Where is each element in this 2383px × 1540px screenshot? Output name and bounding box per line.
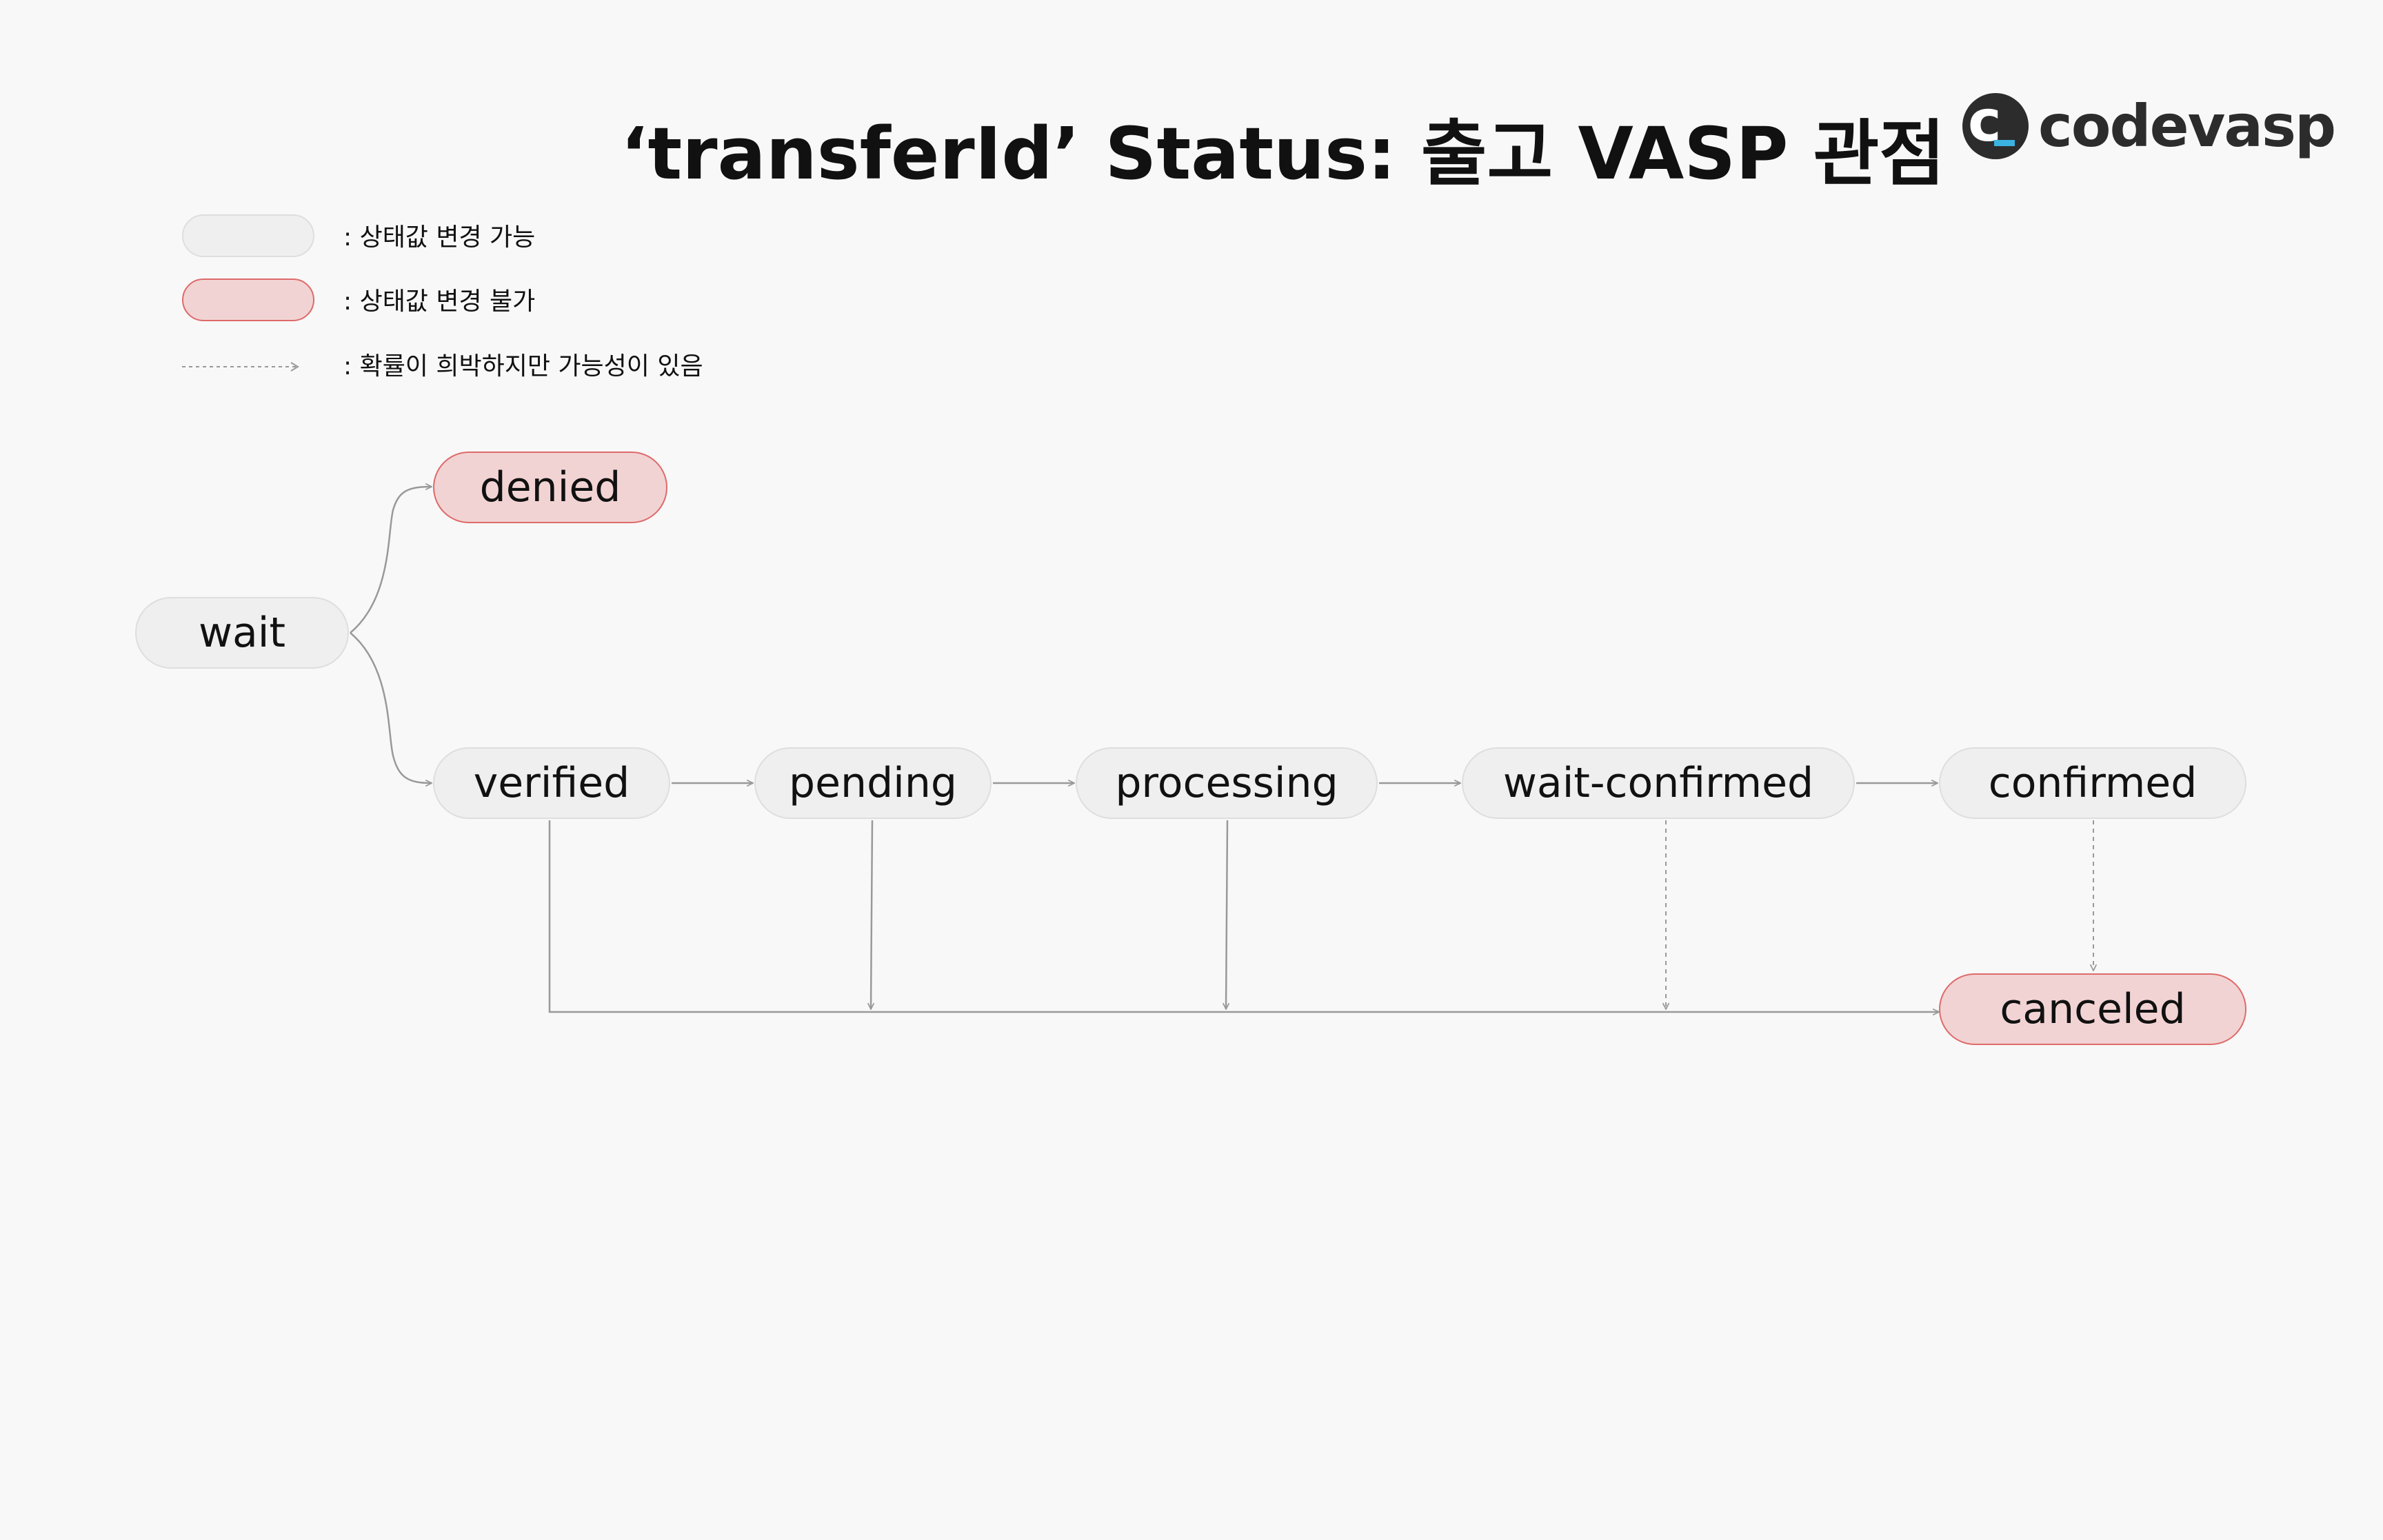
legend-changeable-label: : 상태값 변경 가능 [343, 223, 536, 252]
legend-dashed-arrow-icon [182, 362, 299, 372]
node-pending: pending [754, 747, 992, 819]
node-denied: denied [433, 452, 667, 523]
codevasp-logo: c codevasp [1962, 89, 2336, 163]
legend-final-label: : 상태값 변경 불가 [343, 287, 536, 316]
edge-wait-verified [350, 632, 432, 783]
node-processing: processing [1076, 747, 1378, 819]
logo-mark-icon: c [1962, 89, 2029, 159]
edge-processing-canceled [1226, 820, 1227, 1009]
legend-changeable-swatch [182, 214, 314, 257]
legend-unlikely-label: : 확률이 희박하지만 가능성이 있음 [343, 352, 703, 381]
edge-wait-denied [350, 487, 432, 634]
node-confirmed: confirmed [1939, 747, 2246, 819]
node-wait-confirmed: wait-confirmed [1462, 747, 1855, 819]
page-title: ‘transferId’ Status: 출고 VASP 관점 [621, 112, 1945, 196]
edge-pending-canceled [871, 820, 872, 1009]
node-wait: wait [135, 597, 349, 669]
legend-final-swatch [182, 278, 314, 321]
node-verified: verified [433, 747, 670, 819]
edge-verified-canceled [548, 820, 1939, 1012]
node-canceled: canceled [1939, 973, 2246, 1045]
logo-text: codevasp [2038, 92, 2336, 160]
logo-underscore [1994, 140, 2015, 146]
